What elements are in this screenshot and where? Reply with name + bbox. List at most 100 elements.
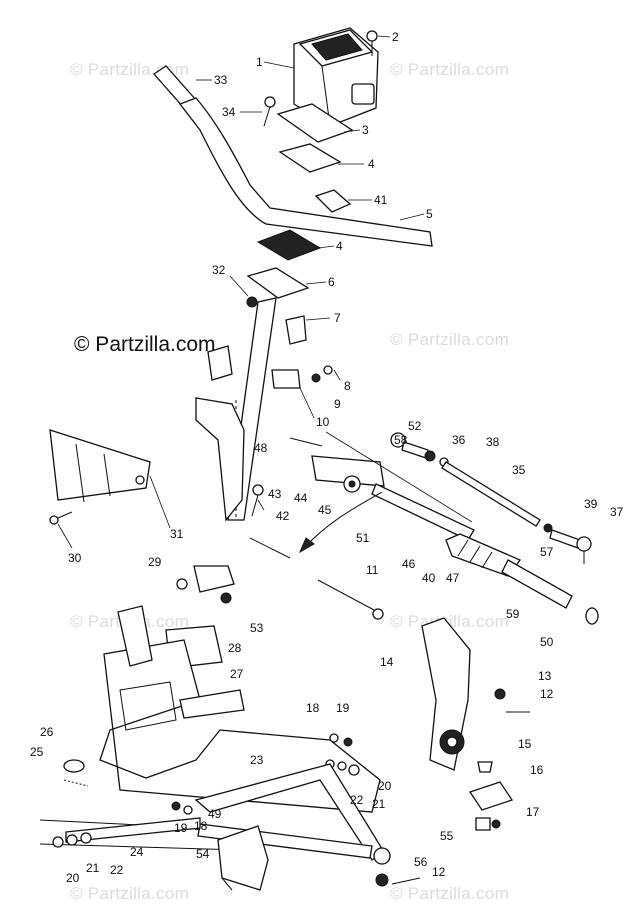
callout-4: 4 (368, 157, 375, 171)
callout-51: 51 (356, 531, 370, 545)
callout-30: 30 (68, 551, 82, 565)
part-clamp (314, 189, 352, 213)
callout-40: 40 (422, 571, 436, 585)
callout-16: 16 (530, 763, 544, 777)
callout-22b: 22 (110, 863, 124, 877)
part-pin-54 (221, 877, 233, 891)
part-block-lower (256, 229, 322, 261)
part-plate-6 (246, 267, 310, 299)
part-bracket-7 (285, 315, 307, 345)
part-nut-56 (375, 873, 389, 887)
part-tube-51 (371, 483, 475, 541)
callout-44: 44 (294, 491, 308, 505)
part-nut-39 (543, 523, 553, 533)
part-bracket-49 (217, 825, 269, 891)
callout-4b: 4 (336, 239, 343, 253)
callout-10: 10 (316, 415, 330, 429)
leader-lines (57, 35, 425, 549)
callout-26: 26 (40, 725, 54, 739)
part-nut-36 (424, 450, 436, 462)
callout-21: 21 (372, 797, 386, 811)
part-bushing-21b (66, 834, 78, 846)
callout-22: 22 (350, 793, 364, 807)
part-bushing-21 (337, 761, 347, 771)
callout-49: 49 (208, 807, 222, 821)
callout-2: 2 (392, 30, 399, 44)
part-block-upper (278, 143, 342, 173)
part-bolt-30 (49, 511, 73, 525)
part-washer-26 (63, 759, 85, 773)
part-nut-9 (311, 373, 321, 383)
callout-15: 15 (518, 737, 532, 751)
part-bushing-20 (348, 764, 360, 776)
part-nut-19b (171, 801, 181, 811)
arrow-curved (305, 491, 383, 547)
arrow-head (298, 537, 315, 554)
callout-12: 12 (540, 687, 554, 701)
part-shaft-24 (65, 817, 201, 843)
callout-46: 46 (402, 557, 416, 571)
callout-28: 28 (228, 641, 242, 655)
part-bolt-15 (477, 761, 493, 773)
part-pin-29 (176, 578, 188, 590)
callout-19: 19 (336, 701, 350, 715)
part-seal-50 (585, 607, 599, 625)
callout-29: 29 (148, 555, 162, 569)
watermark: © Partzilla.com (390, 884, 510, 903)
callout-41: 41 (374, 193, 388, 207)
callout-17: 17 (526, 805, 540, 819)
callout-18: 18 (306, 701, 320, 715)
callout-3: 3 (362, 123, 369, 137)
callout-1: 1 (256, 55, 263, 69)
part-headlight-pod (293, 27, 379, 127)
watermark: © Partzilla.com (390, 612, 510, 631)
part-rod-end (249, 537, 291, 559)
callout-8: 8 (344, 379, 351, 393)
callout-20: 20 (378, 779, 392, 793)
part-pin-48 (289, 437, 323, 447)
callout-56: 56 (414, 855, 428, 869)
callout-25: 25 (30, 745, 44, 759)
callout-18b: 18 (194, 819, 208, 833)
callout-23: 23 (250, 753, 264, 767)
callout-37: 37 (610, 505, 624, 519)
part-tie-rod-11 (317, 579, 384, 620)
callout-34: 34 (222, 105, 236, 119)
watermark: © Partzilla.com (70, 884, 190, 903)
part-boot-shaft (445, 533, 573, 609)
callout-42: 42 (276, 509, 290, 523)
callout-45: 45 (318, 503, 332, 517)
part-bushing-20b (52, 836, 64, 848)
callout-53: 53 (250, 621, 264, 635)
callout-9: 9 (334, 397, 341, 411)
part-frame-bracket (49, 429, 151, 503)
part-post-support (195, 397, 245, 522)
part-washer-8 (323, 365, 333, 375)
callout-13: 13 (538, 669, 552, 683)
part-nut-19 (343, 737, 353, 747)
part-nut-13 (494, 688, 506, 700)
callout-48: 48 (254, 441, 268, 455)
callout-14: 14 (380, 655, 394, 669)
callouts: 1 2 33 34 3 4 41 5 4 6 32 7 8 9 10 48 52… (30, 30, 624, 885)
part-pitman-arm (311, 455, 385, 493)
callout-52: 52 (408, 419, 422, 433)
part-rod-35 (441, 461, 541, 527)
part-nut-53 (220, 592, 232, 604)
part-nut-17 (491, 819, 501, 829)
callout-20b: 20 (66, 871, 80, 885)
part-bracket-7b (207, 345, 233, 381)
part-plate-16 (468, 781, 514, 811)
part-bushing-55 (475, 817, 491, 831)
callout-19b: 19 (174, 821, 188, 835)
callout-39: 39 (584, 497, 598, 511)
callout-50: 50 (540, 635, 554, 649)
part-spindle-14 (421, 617, 471, 771)
callout-12b: 12 (432, 865, 446, 879)
callout-47: 47 (446, 571, 460, 585)
part-bearing-28 (193, 565, 235, 593)
part-bolt-42 (251, 484, 264, 517)
callout-43: 43 (268, 487, 282, 501)
callout-27: 27 (230, 667, 244, 681)
